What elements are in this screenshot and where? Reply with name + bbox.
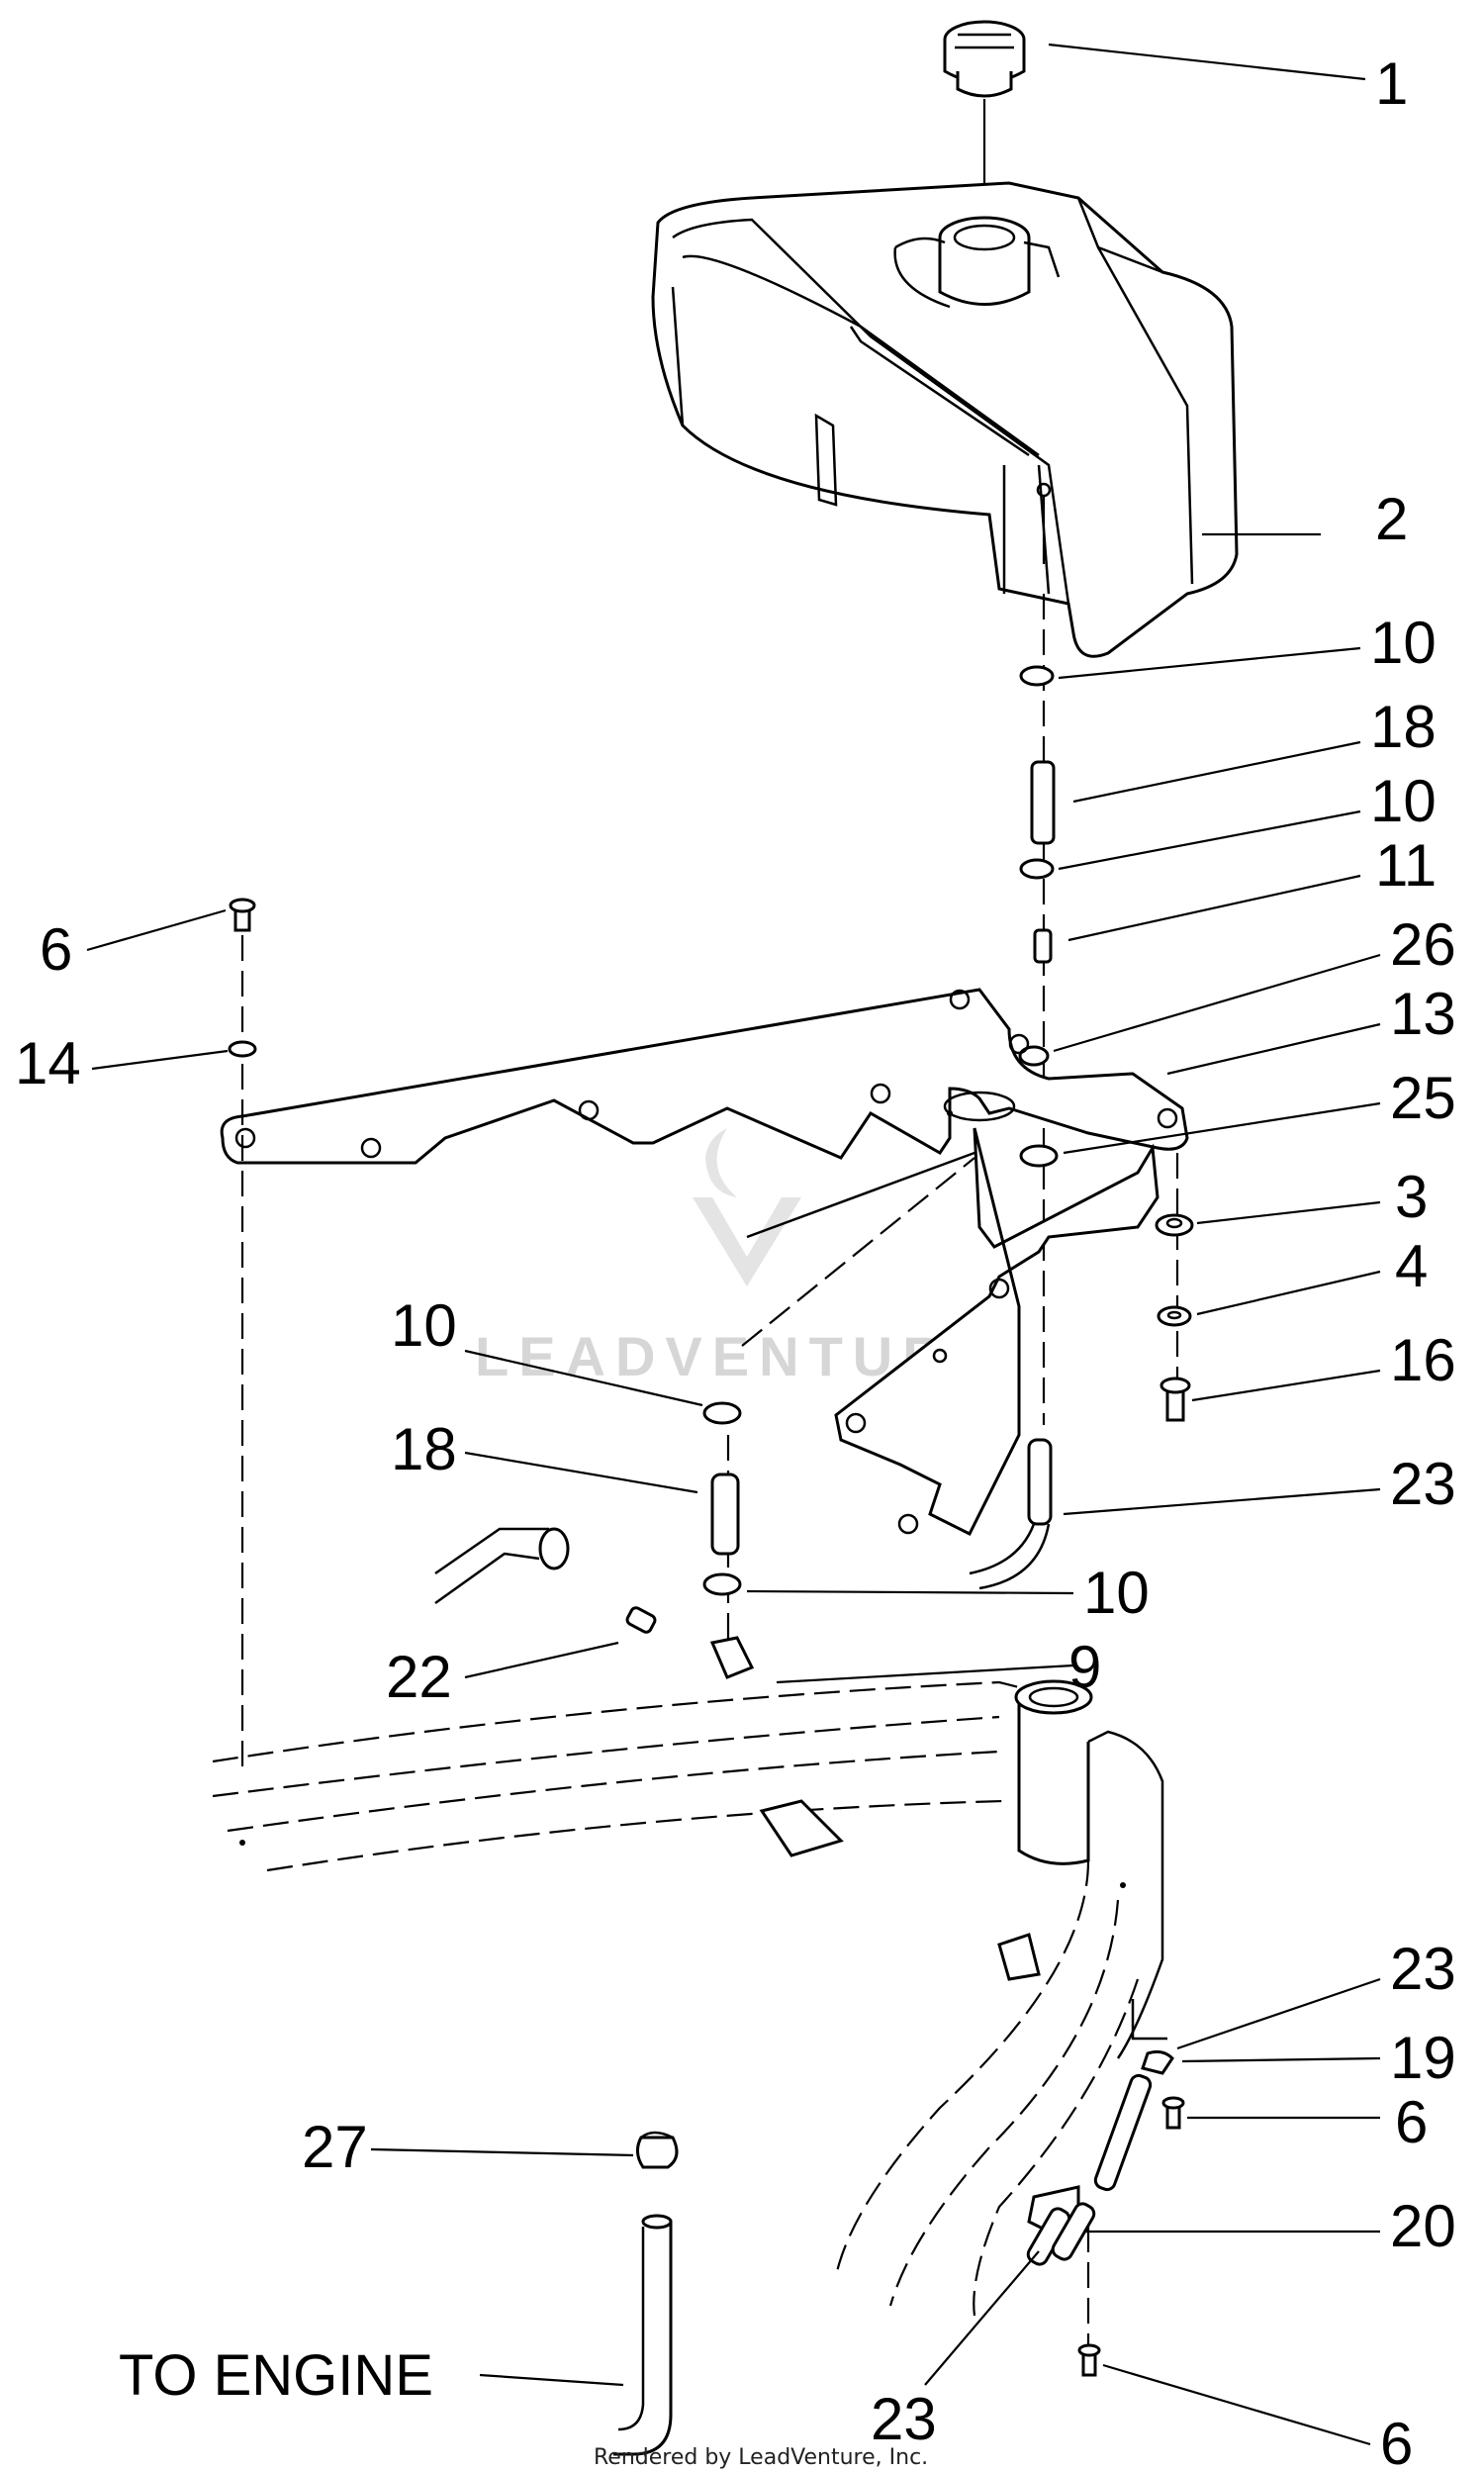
callout-27: 27: [302, 2114, 368, 2180]
hose-clamp: [702, 1401, 742, 1425]
callout-25: 25: [1390, 1065, 1456, 1131]
frame-tab: [997, 1933, 1041, 1981]
hose-clamp: [1019, 665, 1055, 687]
callout-20: 20: [1390, 2193, 1456, 2259]
callout-1: 1: [1375, 50, 1408, 117]
fuel-tank: [651, 181, 1321, 658]
callout-23-bottom: 23: [871, 2386, 937, 2452]
callout-16: 16: [1390, 1327, 1456, 1393]
callout-18-upper: 18: [1370, 694, 1437, 760]
render-credit: Rendered by LeadVenture, Inc.: [594, 2445, 928, 2470]
lock-washer: [228, 1040, 257, 1058]
hose-clamp: [1019, 858, 1055, 880]
callout-2: 2: [1375, 486, 1408, 552]
connector: [625, 1606, 657, 1634]
to-engine-label: TO ENGINE: [119, 2343, 433, 2408]
fuel-hose: [1030, 760, 1056, 845]
hose-segment: [1093, 2073, 1153, 2192]
left-bolt-stack: [228, 898, 257, 1771]
clip: [1141, 2049, 1174, 2075]
fitting: [1033, 928, 1053, 964]
callout-6-bottom: 6: [1380, 2411, 1413, 2472]
fuel-cap: [943, 20, 1026, 203]
hose-clamp: [702, 1572, 742, 1596]
callout-23-upper: 23: [1390, 1451, 1456, 1517]
callout-10-lower-right: 10: [1083, 1560, 1150, 1626]
grommet: [1019, 1144, 1059, 1168]
engine-fuel-hose: [613, 2131, 679, 2456]
spacer: [1155, 1213, 1194, 1237]
fuel-hose-upper: [969, 1438, 1053, 1590]
callout-11: 11: [1375, 832, 1437, 899]
callout-6-right: 6: [1395, 2089, 1428, 2155]
leader-lines: [86, 43, 1381, 2446]
callout-19: 19: [1390, 2025, 1456, 2091]
callout-22: 22: [386, 1644, 452, 1710]
washer: [1157, 1305, 1192, 1327]
mounting-hardware-stack: [1155, 1153, 1194, 1422]
tee-fitting: [709, 1636, 755, 1679]
callout-9: 9: [1068, 1634, 1101, 1700]
clip: [1018, 1045, 1050, 1067]
lower-right-hardware: [1026, 2049, 1185, 2377]
callout-10-upper: 10: [1370, 610, 1437, 676]
mounting-bracket: [220, 988, 1189, 1537]
callout-10-lower-left: 10: [391, 1292, 457, 1359]
callout-14: 14: [15, 1030, 81, 1096]
callout-18-lower: 18: [391, 1416, 457, 1482]
callout-23-right: 23: [1390, 1936, 1456, 2002]
callout-6-left: 6: [40, 916, 72, 983]
hose-clamp-27: [636, 2136, 679, 2169]
callout-26: 26: [1390, 911, 1456, 978]
callout-3: 3: [1395, 1164, 1428, 1230]
mower-frame: [212, 1679, 1167, 2317]
fuel-line-stack: [1018, 594, 1059, 1425]
callout-4: 4: [1395, 1233, 1428, 1299]
lower-fuel-line-stack: [434, 1157, 975, 1679]
callout-10-second: 10: [1370, 768, 1437, 834]
frame-tab: [759, 1799, 844, 1857]
callout-numbers: 1 2 10 18 10 11 26 13 25 3 4 16 23 6 14 …: [15, 50, 1456, 2472]
fuel-hose: [710, 1473, 740, 1556]
callout-13: 13: [1390, 981, 1456, 1047]
